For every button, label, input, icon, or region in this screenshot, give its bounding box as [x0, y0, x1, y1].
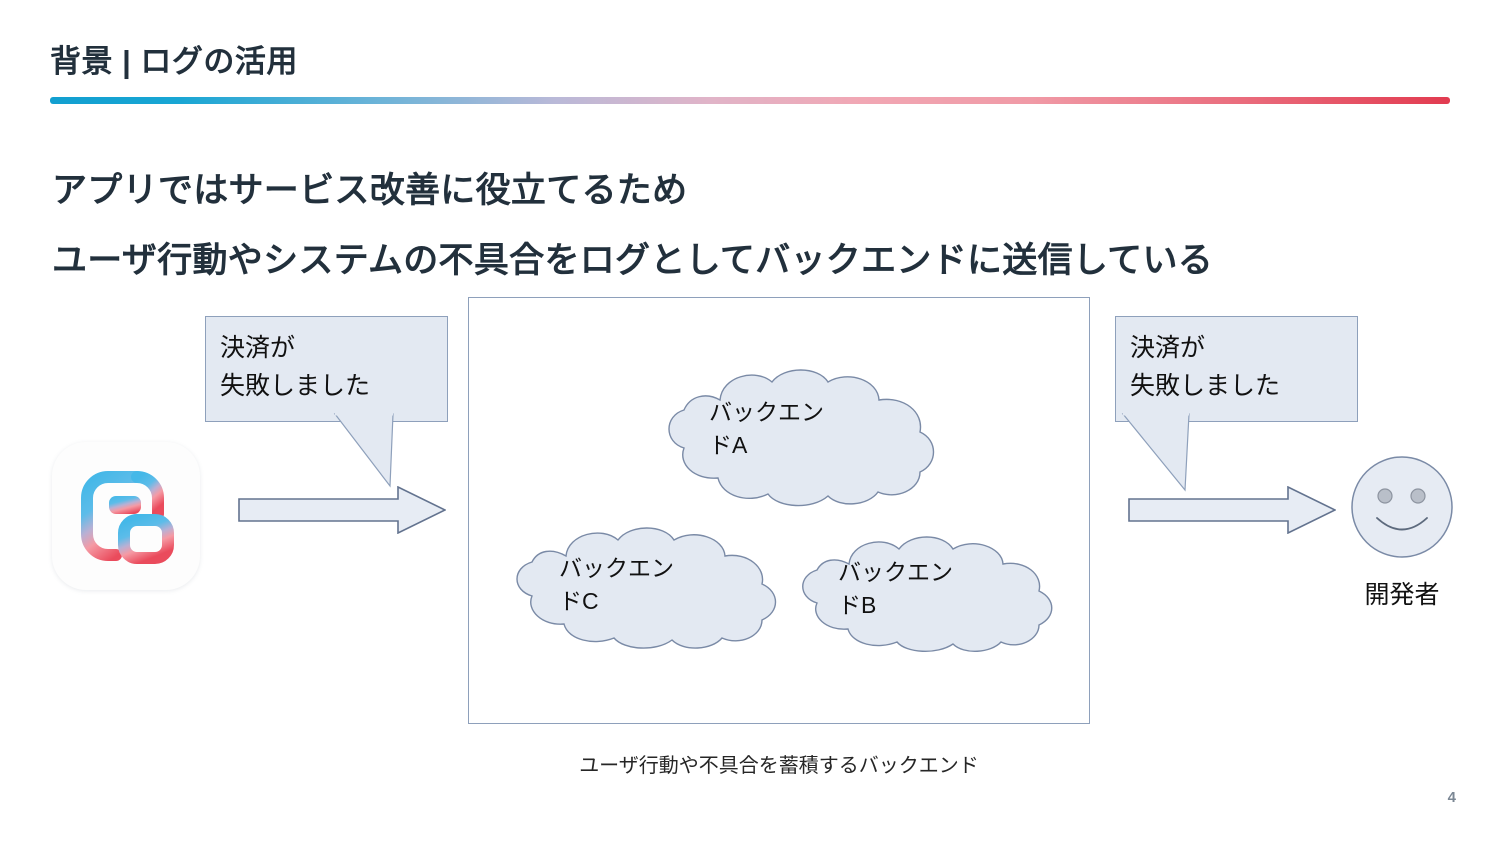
arrow-app-to-backend — [238, 486, 446, 534]
smiley-left-eye — [1377, 488, 1393, 504]
developer-label: 開発者 — [1364, 581, 1440, 609]
smiley-mouth — [1376, 517, 1428, 531]
smiley-face-icon — [1351, 456, 1453, 558]
app-icon-glyph — [81, 471, 174, 564]
cloud-backend-c — [516, 527, 777, 649]
speech-bubble-left: 決済が 失敗しました — [205, 316, 448, 422]
cloud-backend-b — [802, 536, 1053, 653]
speech-bubble-left-text: 決済が 失敗しました — [220, 334, 371, 400]
backend-container — [468, 297, 1090, 724]
speech-bubble-right-text: 決済が 失敗しました — [1130, 334, 1281, 400]
headline-line-2: ユーザ行動やシステムの不具合をログとしてバックエンドに送信している — [52, 241, 1214, 280]
headline-line-1: アプリではサービス改善に役立てるため — [52, 171, 688, 210]
title-gradient-rule — [50, 97, 1450, 104]
cloud-backend-a-label: バックエン ドA — [709, 399, 824, 458]
speech-bubble-left-tail — [333, 412, 394, 488]
cloud-backend-b-label: バックエン ドB — [838, 559, 953, 618]
page-title: 背景 | ログの活用 — [50, 44, 298, 79]
speech-bubble-right-tail — [1121, 412, 1190, 492]
smiley-right-eye — [1410, 488, 1426, 504]
cloud-backend-a — [668, 369, 935, 507]
cloud-backend-c-label: バックエン ドC — [559, 555, 674, 614]
arrow-backend-to-developer — [1128, 486, 1336, 534]
speech-bubble-right: 決済が 失敗しました — [1115, 316, 1358, 422]
backend-caption: ユーザ行動や不具合を蓄積するバックエンド — [579, 755, 979, 777]
app-icon — [52, 442, 200, 590]
page-number: 4 — [1447, 789, 1456, 806]
